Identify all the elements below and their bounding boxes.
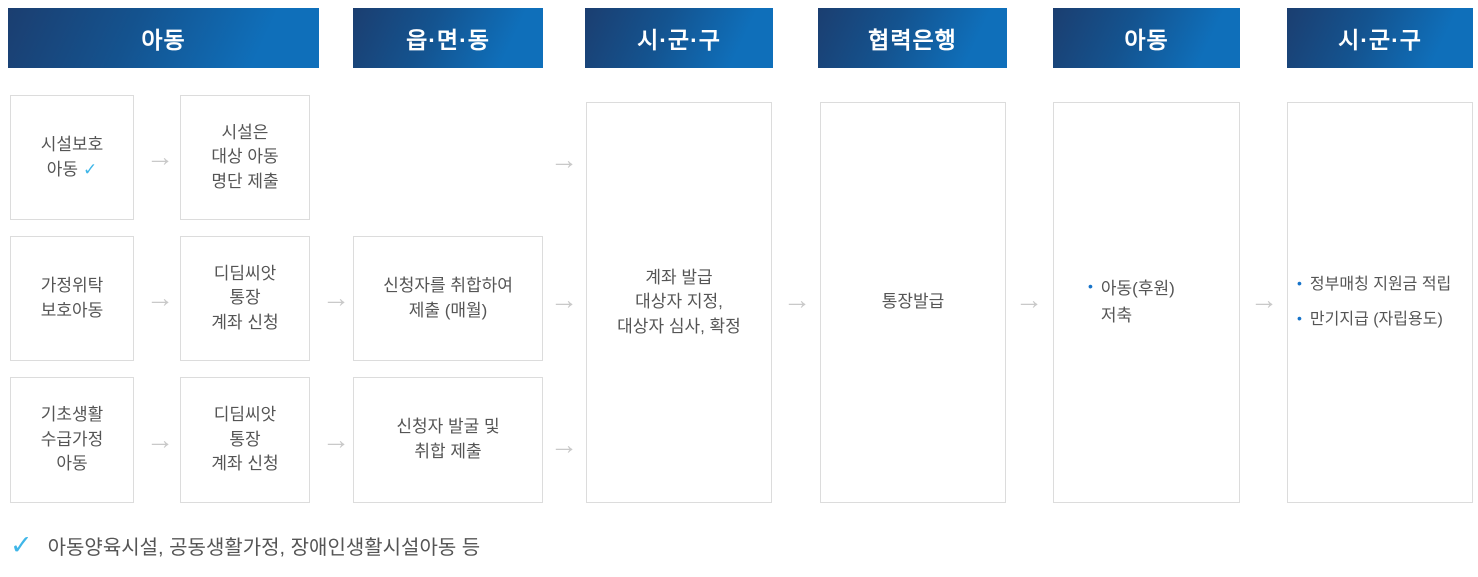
header-eup-myeon-dong-label: 읍·면·동 xyxy=(406,27,490,53)
header-partner-bank-label: 협력은행 xyxy=(868,27,957,53)
arrow-right-icon: → xyxy=(550,429,578,460)
header-eup-myeon-dong: 읍·면·동 xyxy=(353,8,543,68)
flow-box-foster-child: 가정위탁 보호아동 xyxy=(10,236,134,361)
flow-box-foster-child-label: 가정위탁 보호아동 xyxy=(40,275,104,320)
header-si-gun-gu-1-label: 시·군·구 xyxy=(637,27,721,53)
header-si-gun-gu-1: 시·군·구 xyxy=(585,8,773,68)
flow-box-collect-submit-monthly-label: 신청자를 취합하여 제출 (매월) xyxy=(383,275,513,320)
header-child-1: 아동 xyxy=(8,8,319,68)
flow-box-account-designation-review-label: 계좌 발급 대상자 지정, 대상자 심사, 확정 xyxy=(617,267,741,336)
flow-box-gov-matching-payout: • 정부매칭 지원금 적립 • 만기지급 (자립용도) xyxy=(1287,102,1473,503)
arrow-right-icon: → xyxy=(783,284,811,315)
gov-matching-deposit-label: 정부매칭 지원금 적립 xyxy=(1309,275,1452,293)
bullet-icon: • xyxy=(1088,278,1093,295)
footnote: ✓ 아동양육시설, 공동생활가정, 장애인생활시설아동 등 xyxy=(10,531,480,560)
arrow-right-icon: → xyxy=(146,141,174,172)
maturity-payment-label: 만기지급 (자립용도) xyxy=(1309,310,1443,328)
arrow-right-icon: → xyxy=(1015,284,1043,315)
check-icon: ✓ xyxy=(83,159,98,179)
header-partner-bank: 협력은행 xyxy=(818,8,1007,68)
flow-box-find-and-collect: 신청자 발굴 및 취합 제출 xyxy=(353,377,543,503)
flow-box-find-and-collect-label: 신청자 발굴 및 취합 제출 xyxy=(396,417,500,461)
bullet-icon: • xyxy=(1297,274,1302,291)
header-child-2-label: 아동 xyxy=(1124,27,1169,53)
list-item: • 정부매칭 지원금 적립 xyxy=(1297,273,1451,298)
header-child-2: 아동 xyxy=(1053,8,1240,68)
flow-box-child-sponsor-saving-label: 아동(후원) 저축 xyxy=(1100,279,1175,325)
list-item: • 아동(후원) 저축 xyxy=(1088,276,1175,329)
bullet-icon: • xyxy=(1297,309,1302,326)
footnote-text: 아동양육시설, 공동생활가정, 장애인생활시설아동 등 xyxy=(47,537,481,559)
flow-box-facility-name-list: 시설은 대상 아동 명단 제출 xyxy=(180,95,310,220)
flow-box-facility-child: 시설보호 아동✓ xyxy=(10,95,134,220)
arrow-right-icon: → xyxy=(550,144,578,175)
flow-box-didim-account-apply-1-label: 디딤씨앗 통장 계좌 신청 xyxy=(211,263,279,332)
arrow-right-icon: → xyxy=(322,282,350,313)
flow-box-collect-submit-monthly: 신청자를 취합하여 제출 (매월) xyxy=(353,236,543,361)
flow-box-bankbook-issue: 통장발급 xyxy=(820,102,1006,503)
flow-box-basic-livelihood-child: 기초생활 수급가정 아동 xyxy=(10,377,134,503)
arrow-right-icon: → xyxy=(146,282,174,313)
flow-box-facility-child-label: 시설보호 아동 xyxy=(40,134,104,179)
flow-box-child-sponsor-saving: • 아동(후원) 저축 xyxy=(1053,102,1240,503)
header-child-1-label: 아동 xyxy=(141,27,186,53)
flow-box-basic-livelihood-child-label: 기초생활 수급가정 아동 xyxy=(40,405,104,474)
flow-box-didim-account-apply-1: 디딤씨앗 통장 계좌 신청 xyxy=(180,236,310,361)
header-si-gun-gu-2: 시·군·구 xyxy=(1287,8,1473,68)
arrow-right-icon: → xyxy=(1250,284,1278,315)
flow-box-account-designation-review: 계좌 발급 대상자 지정, 대상자 심사, 확정 xyxy=(586,102,772,503)
flow-box-didim-account-apply-2-label: 디딤씨앗 통장 계좌 신청 xyxy=(211,405,279,474)
arrow-right-icon: → xyxy=(322,424,350,455)
arrow-right-icon: → xyxy=(550,284,578,315)
list-item: • 만기지급 (자립용도) xyxy=(1297,308,1451,333)
flow-box-didim-account-apply-2: 디딤씨앗 통장 계좌 신청 xyxy=(180,377,310,503)
check-icon: ✓ xyxy=(10,530,33,560)
header-si-gun-gu-2-label: 시·군·구 xyxy=(1338,27,1422,53)
flow-box-bankbook-issue-label: 통장발급 xyxy=(881,292,945,312)
flow-box-facility-name-list-label: 시설은 대상 아동 명단 제출 xyxy=(211,122,279,191)
arrow-right-icon: → xyxy=(146,424,174,455)
